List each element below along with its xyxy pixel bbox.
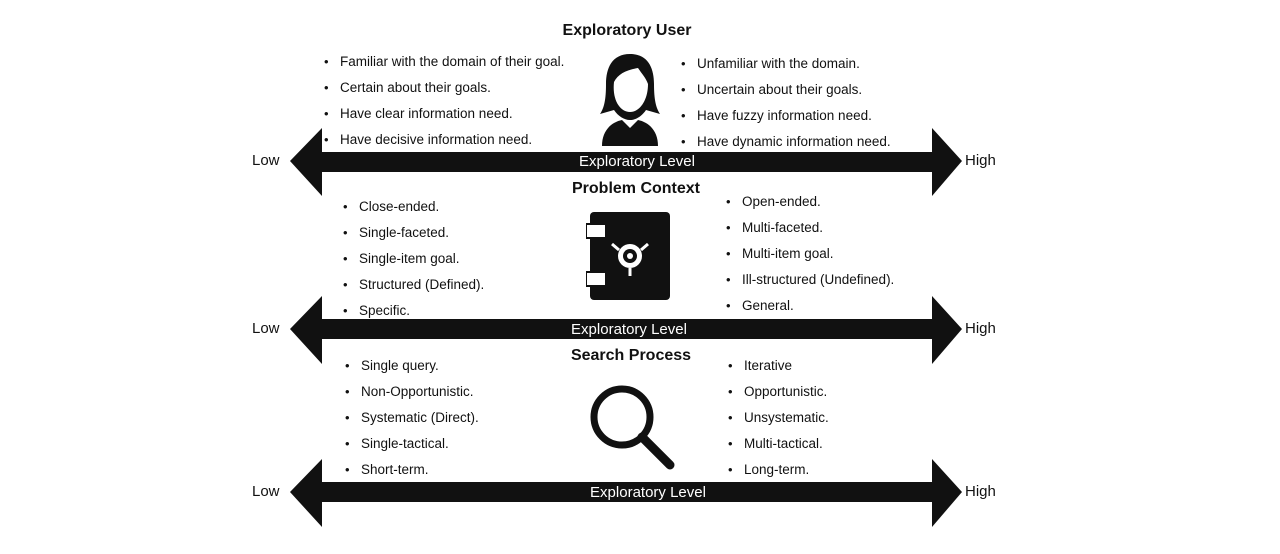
axis-label: Exploratory Level: [590, 484, 706, 501]
list-item: Specific.: [341, 302, 484, 328]
axis-high-label: High: [965, 152, 996, 169]
section-title: Exploratory User: [562, 22, 692, 39]
list-item: Long-term.: [726, 461, 829, 487]
list-item: Opportunistic.: [726, 383, 829, 409]
magnifier-icon: [590, 385, 675, 470]
axis-arrow-problem: [290, 296, 962, 364]
list-item: Single-faceted.: [341, 224, 484, 250]
section-title: Problem Context: [571, 180, 701, 197]
right-criteria-list: Unfamiliar with the domain. Uncertain ab…: [679, 55, 891, 159]
list-item: Have clear information need.: [322, 105, 564, 131]
list-item: General.: [724, 297, 894, 323]
list-item: Single query.: [343, 357, 479, 383]
axis-low-label: Low: [252, 320, 280, 337]
list-item: Short-term.: [343, 461, 479, 487]
axis-label: Exploratory Level: [579, 153, 695, 170]
axis-low-label: Low: [252, 483, 280, 500]
list-item: Close-ended.: [341, 198, 484, 224]
right-criteria-list: Open-ended. Multi-faceted. Multi-item go…: [724, 193, 894, 323]
axis-high-label: High: [965, 483, 996, 500]
axis-arrow-user: [290, 128, 962, 196]
list-item: Structured (Defined).: [341, 276, 484, 302]
list-item: Have dynamic information need.: [679, 133, 891, 159]
list-item: Certain about their goals.: [322, 79, 564, 105]
section-title: Search Process: [570, 347, 692, 364]
axis-arrow-search: [290, 459, 962, 527]
axis-low-label: Low: [252, 152, 280, 169]
safe-icon: [586, 212, 670, 300]
left-criteria-list: Single query. Non-Opportunistic. Systema…: [343, 357, 479, 487]
axis-label: Exploratory Level: [571, 321, 687, 338]
list-item: Single-item goal.: [341, 250, 484, 276]
left-criteria-list: Close-ended. Single-faceted. Single-item…: [341, 198, 484, 328]
list-item: Multi-faceted.: [724, 219, 894, 245]
list-item: Familiar with the domain of their goal.: [322, 53, 564, 79]
list-item: Ill-structured (Undefined).: [724, 271, 894, 297]
list-item: Multi-item goal.: [724, 245, 894, 271]
list-item: Iterative: [726, 357, 829, 383]
user-icon: [600, 54, 660, 146]
left-criteria-list: Familiar with the domain of their goal. …: [322, 53, 564, 157]
right-criteria-list: Iterative Opportunistic. Unsystematic. M…: [726, 357, 829, 487]
list-item: Systematic (Direct).: [343, 409, 479, 435]
list-item: Non-Opportunistic.: [343, 383, 479, 409]
list-item: Have fuzzy information need.: [679, 107, 891, 133]
list-item: Have decisive information need.: [322, 131, 564, 157]
list-item: Multi-tactical.: [726, 435, 829, 461]
list-item: Uncertain about their goals.: [679, 81, 891, 107]
list-item: Single-tactical.: [343, 435, 479, 461]
list-item: Unfamiliar with the domain.: [679, 55, 891, 81]
axis-high-label: High: [965, 320, 996, 337]
list-item: Unsystematic.: [726, 409, 829, 435]
list-item: Open-ended.: [724, 193, 894, 219]
